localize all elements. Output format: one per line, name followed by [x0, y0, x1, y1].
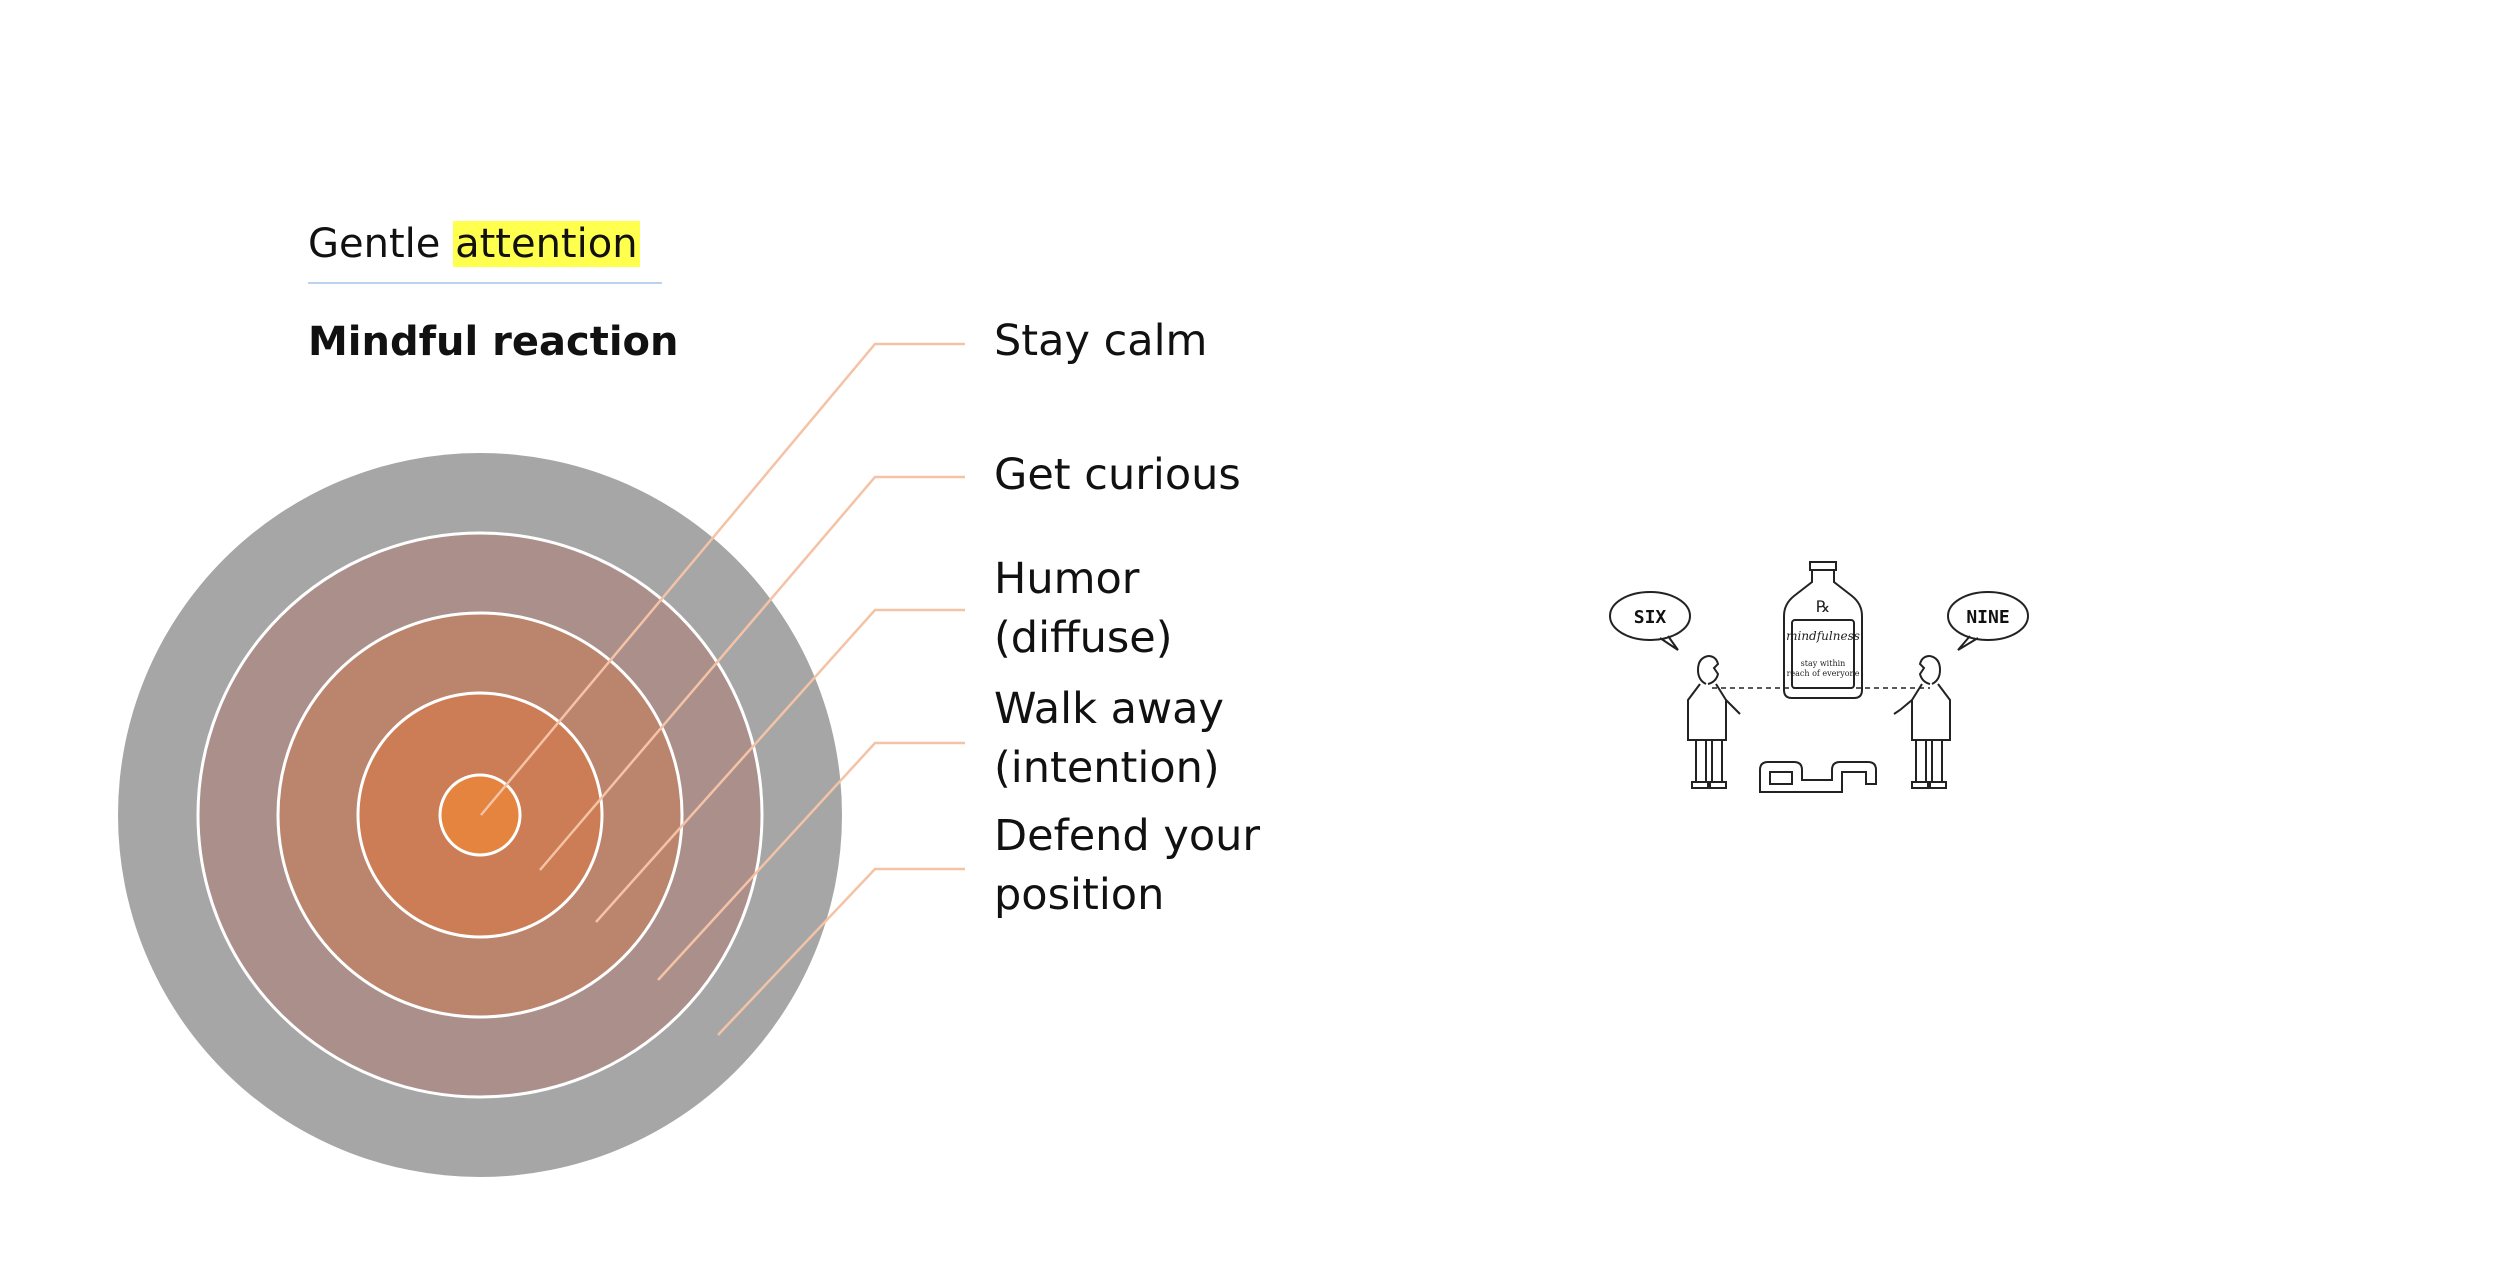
- leader-stay-calm: [480, 342, 965, 816]
- right-speech-bubble: [1947, 591, 2029, 641]
- leader-defend: [717, 867, 965, 1036]
- label-stay-calm: Stay calm: [994, 316, 1208, 366]
- bottle-note-line1: stay within: [1801, 659, 1846, 668]
- label-walk-away: Walk away (intention): [994, 684, 1224, 793]
- gentle-attention-heading: Gentle attention: [308, 214, 640, 274]
- leader-humor: [595, 608, 965, 923]
- target-ring-center: [438, 773, 522, 857]
- nine-text: NINE: [1966, 607, 2009, 628]
- attention-highlight: attention: [453, 221, 640, 267]
- six-text: SIX: [1634, 607, 1667, 628]
- heading-underline: [308, 282, 662, 284]
- ground-number-shape: [1759, 761, 1877, 793]
- mindfulness-bottle: [1783, 561, 1863, 699]
- left-man-figure: [1687, 655, 1741, 789]
- left-speech-bubble: [1609, 591, 1691, 641]
- mindful-reaction-heading: Mindful reaction: [308, 319, 679, 365]
- leader-get-curious: [539, 475, 965, 871]
- rx-symbol: ℞: [1816, 597, 1830, 616]
- label-humor: Humor (diffuse): [994, 554, 1173, 663]
- label-get-curious: Get curious: [994, 450, 1241, 500]
- six-nine-cartoon: SIX NINE ℞ mindfulness stay within reach…: [1609, 561, 2029, 793]
- bottle-label: mindfulness: [1786, 629, 1860, 643]
- right-man-figure: [1893, 655, 1951, 789]
- leader-walk-away: [657, 741, 965, 981]
- label-defend-position: Defend your position: [994, 811, 1261, 920]
- gentle-text: Gentle: [308, 221, 441, 267]
- bottle-note-line2: reach of everyone: [1787, 669, 1860, 678]
